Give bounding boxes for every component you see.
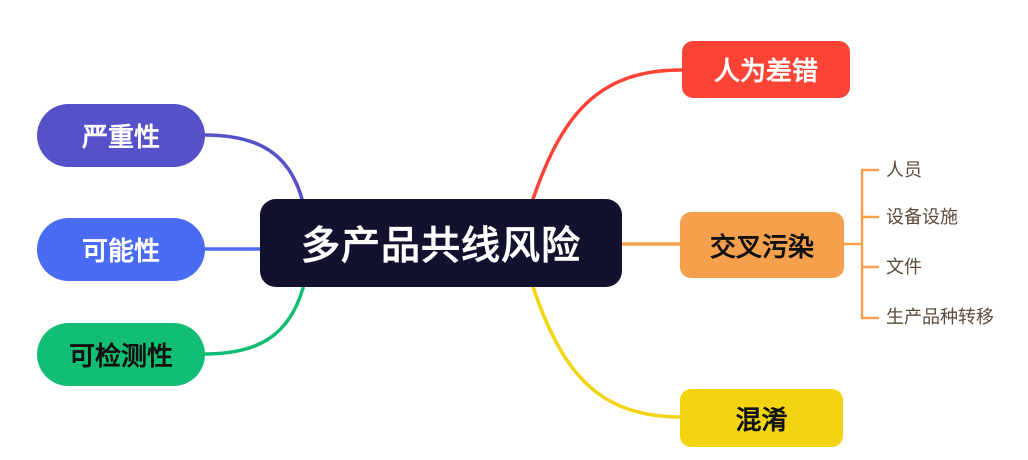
branch-node-human-error[interactable]: 人为差错 xyxy=(682,41,850,98)
branch-label-mixup: 混淆 xyxy=(735,404,788,435)
connector-cross-contamination-children xyxy=(841,168,880,320)
child-item-documents[interactable]: 文件 xyxy=(886,257,922,277)
connector-detectability xyxy=(202,286,305,356)
connector-severity xyxy=(202,133,304,201)
child-item-personnel[interactable]: 人员 xyxy=(886,160,922,180)
branch-node-likelihood[interactable]: 可能性 xyxy=(37,218,205,281)
central-topic-node[interactable]: 多产品共线风险 xyxy=(260,199,622,287)
branch-node-mixup[interactable]: 混淆 xyxy=(680,389,843,447)
branch-label-severity: 严重性 xyxy=(81,122,160,152)
child-item-equipment-facilities[interactable]: 设备设施 xyxy=(886,207,958,227)
branch-node-cross-contamination[interactable]: 交叉污染 xyxy=(680,212,844,278)
connector-mixup xyxy=(531,285,683,419)
branch-label-cross-contamination: 交叉污染 xyxy=(709,231,814,262)
central-topic-label: 多产品共线风险 xyxy=(300,225,581,268)
branch-label-likelihood: 可能性 xyxy=(81,236,160,266)
branch-node-detectability[interactable]: 可检测性 xyxy=(37,323,205,386)
branch-label-detectability: 可检测性 xyxy=(68,341,173,371)
branch-label-human-error: 人为差错 xyxy=(713,56,818,86)
child-item-production-variety-transfer[interactable]: 生产品种转移 xyxy=(886,307,994,327)
connector-human-error xyxy=(531,68,683,201)
branch-node-severity[interactable]: 严重性 xyxy=(37,104,205,167)
